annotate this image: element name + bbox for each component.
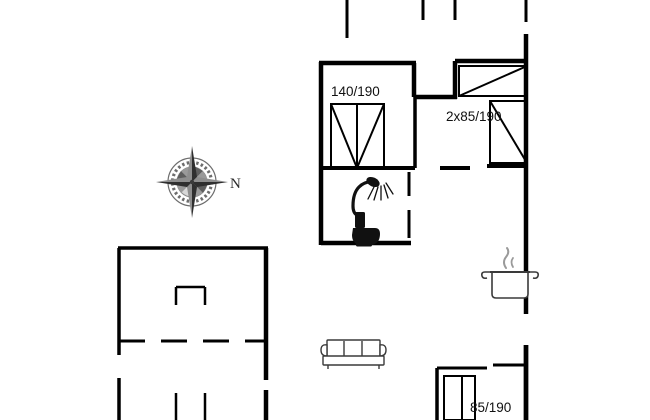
pot-steam-2 — [510, 257, 514, 268]
bed-single-dimension-label: 85/190 — [470, 400, 511, 415]
toilet-bowl — [352, 228, 380, 245]
bed-twin-2x85-190 — [458, 65, 528, 164]
toilet-icon — [352, 212, 380, 247]
cooking-pot-icon — [481, 247, 539, 299]
sofa-icon — [320, 339, 387, 369]
shower-spray — [367, 182, 394, 201]
bed-twin-b-outline — [489, 100, 528, 164]
bed-twin-b-fold — [489, 100, 528, 164]
shower-pipe — [351, 180, 372, 217]
bed-double-140-190 — [330, 103, 385, 169]
compass-north-label: N — [230, 176, 241, 192]
bed-twin-a-fold — [458, 65, 528, 97]
shower-head — [366, 176, 380, 188]
sofa-arm-left — [320, 344, 328, 357]
bed-double-fold-right — [356, 103, 385, 169]
compass-center-dot — [189, 179, 195, 185]
bed-single-outline — [443, 375, 476, 420]
sofa-base — [322, 355, 385, 366]
bed-double-fold-left — [330, 103, 358, 169]
shower-icon — [351, 176, 394, 217]
top-stub-walls — [421, 0, 528, 22]
pot-steam-1 — [503, 247, 510, 269]
pot-handle-left — [481, 271, 492, 280]
bed-twin-dimension-label: 2x85/190 — [446, 109, 502, 124]
bed-double-dimension-label: 140/190 — [331, 84, 380, 99]
bottom-stub-walls — [117, 385, 269, 420]
toilet-base — [356, 243, 372, 247]
sofa-arm-right — [379, 344, 387, 357]
compass-cardinal-points — [156, 146, 228, 218]
bed-twin-a-outline — [458, 65, 528, 97]
pot-handle-right — [528, 271, 539, 280]
pot-body — [491, 271, 529, 299]
walls-group — [117, 0, 529, 420]
toilet-cistern — [355, 212, 365, 228]
bed-single-85-190 — [443, 375, 476, 420]
compass-rose — [156, 146, 228, 218]
sofa-backrest — [326, 339, 381, 358]
